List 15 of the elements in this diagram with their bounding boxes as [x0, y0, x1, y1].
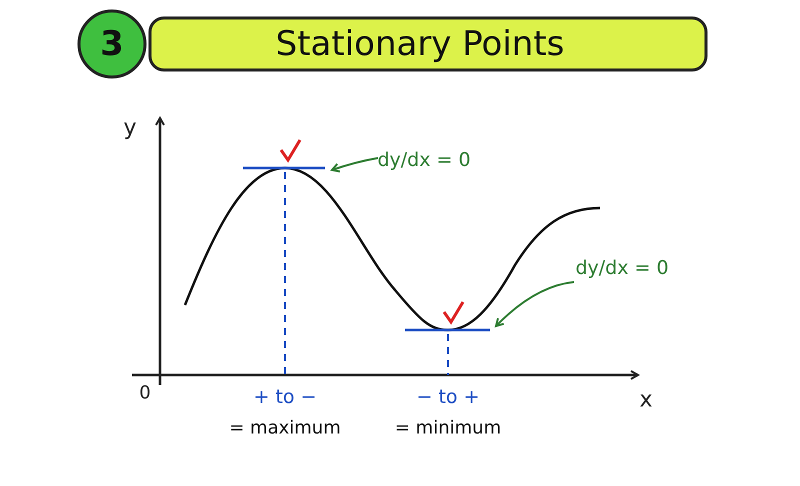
result-label: = maximum — [229, 418, 341, 438]
title-text: Stationary Points — [276, 24, 564, 64]
sign-change-label: + to − — [254, 386, 316, 408]
tangent-line — [243, 166, 325, 170]
tangent-line — [405, 328, 490, 332]
derivative-label: dy/dx = 0 — [377, 149, 471, 171]
axis-label: x — [639, 388, 653, 412]
origin-label: 0 — [139, 382, 151, 404]
arrow — [495, 281, 574, 327]
derivative-label: dy/dx = 0 — [575, 257, 669, 279]
number-label: 3 — [100, 24, 124, 64]
result-label: = minimum — [394, 418, 502, 438]
axis-label: y — [123, 116, 137, 140]
arrow — [331, 157, 378, 173]
sign-change-label: − to + — [416, 386, 480, 408]
